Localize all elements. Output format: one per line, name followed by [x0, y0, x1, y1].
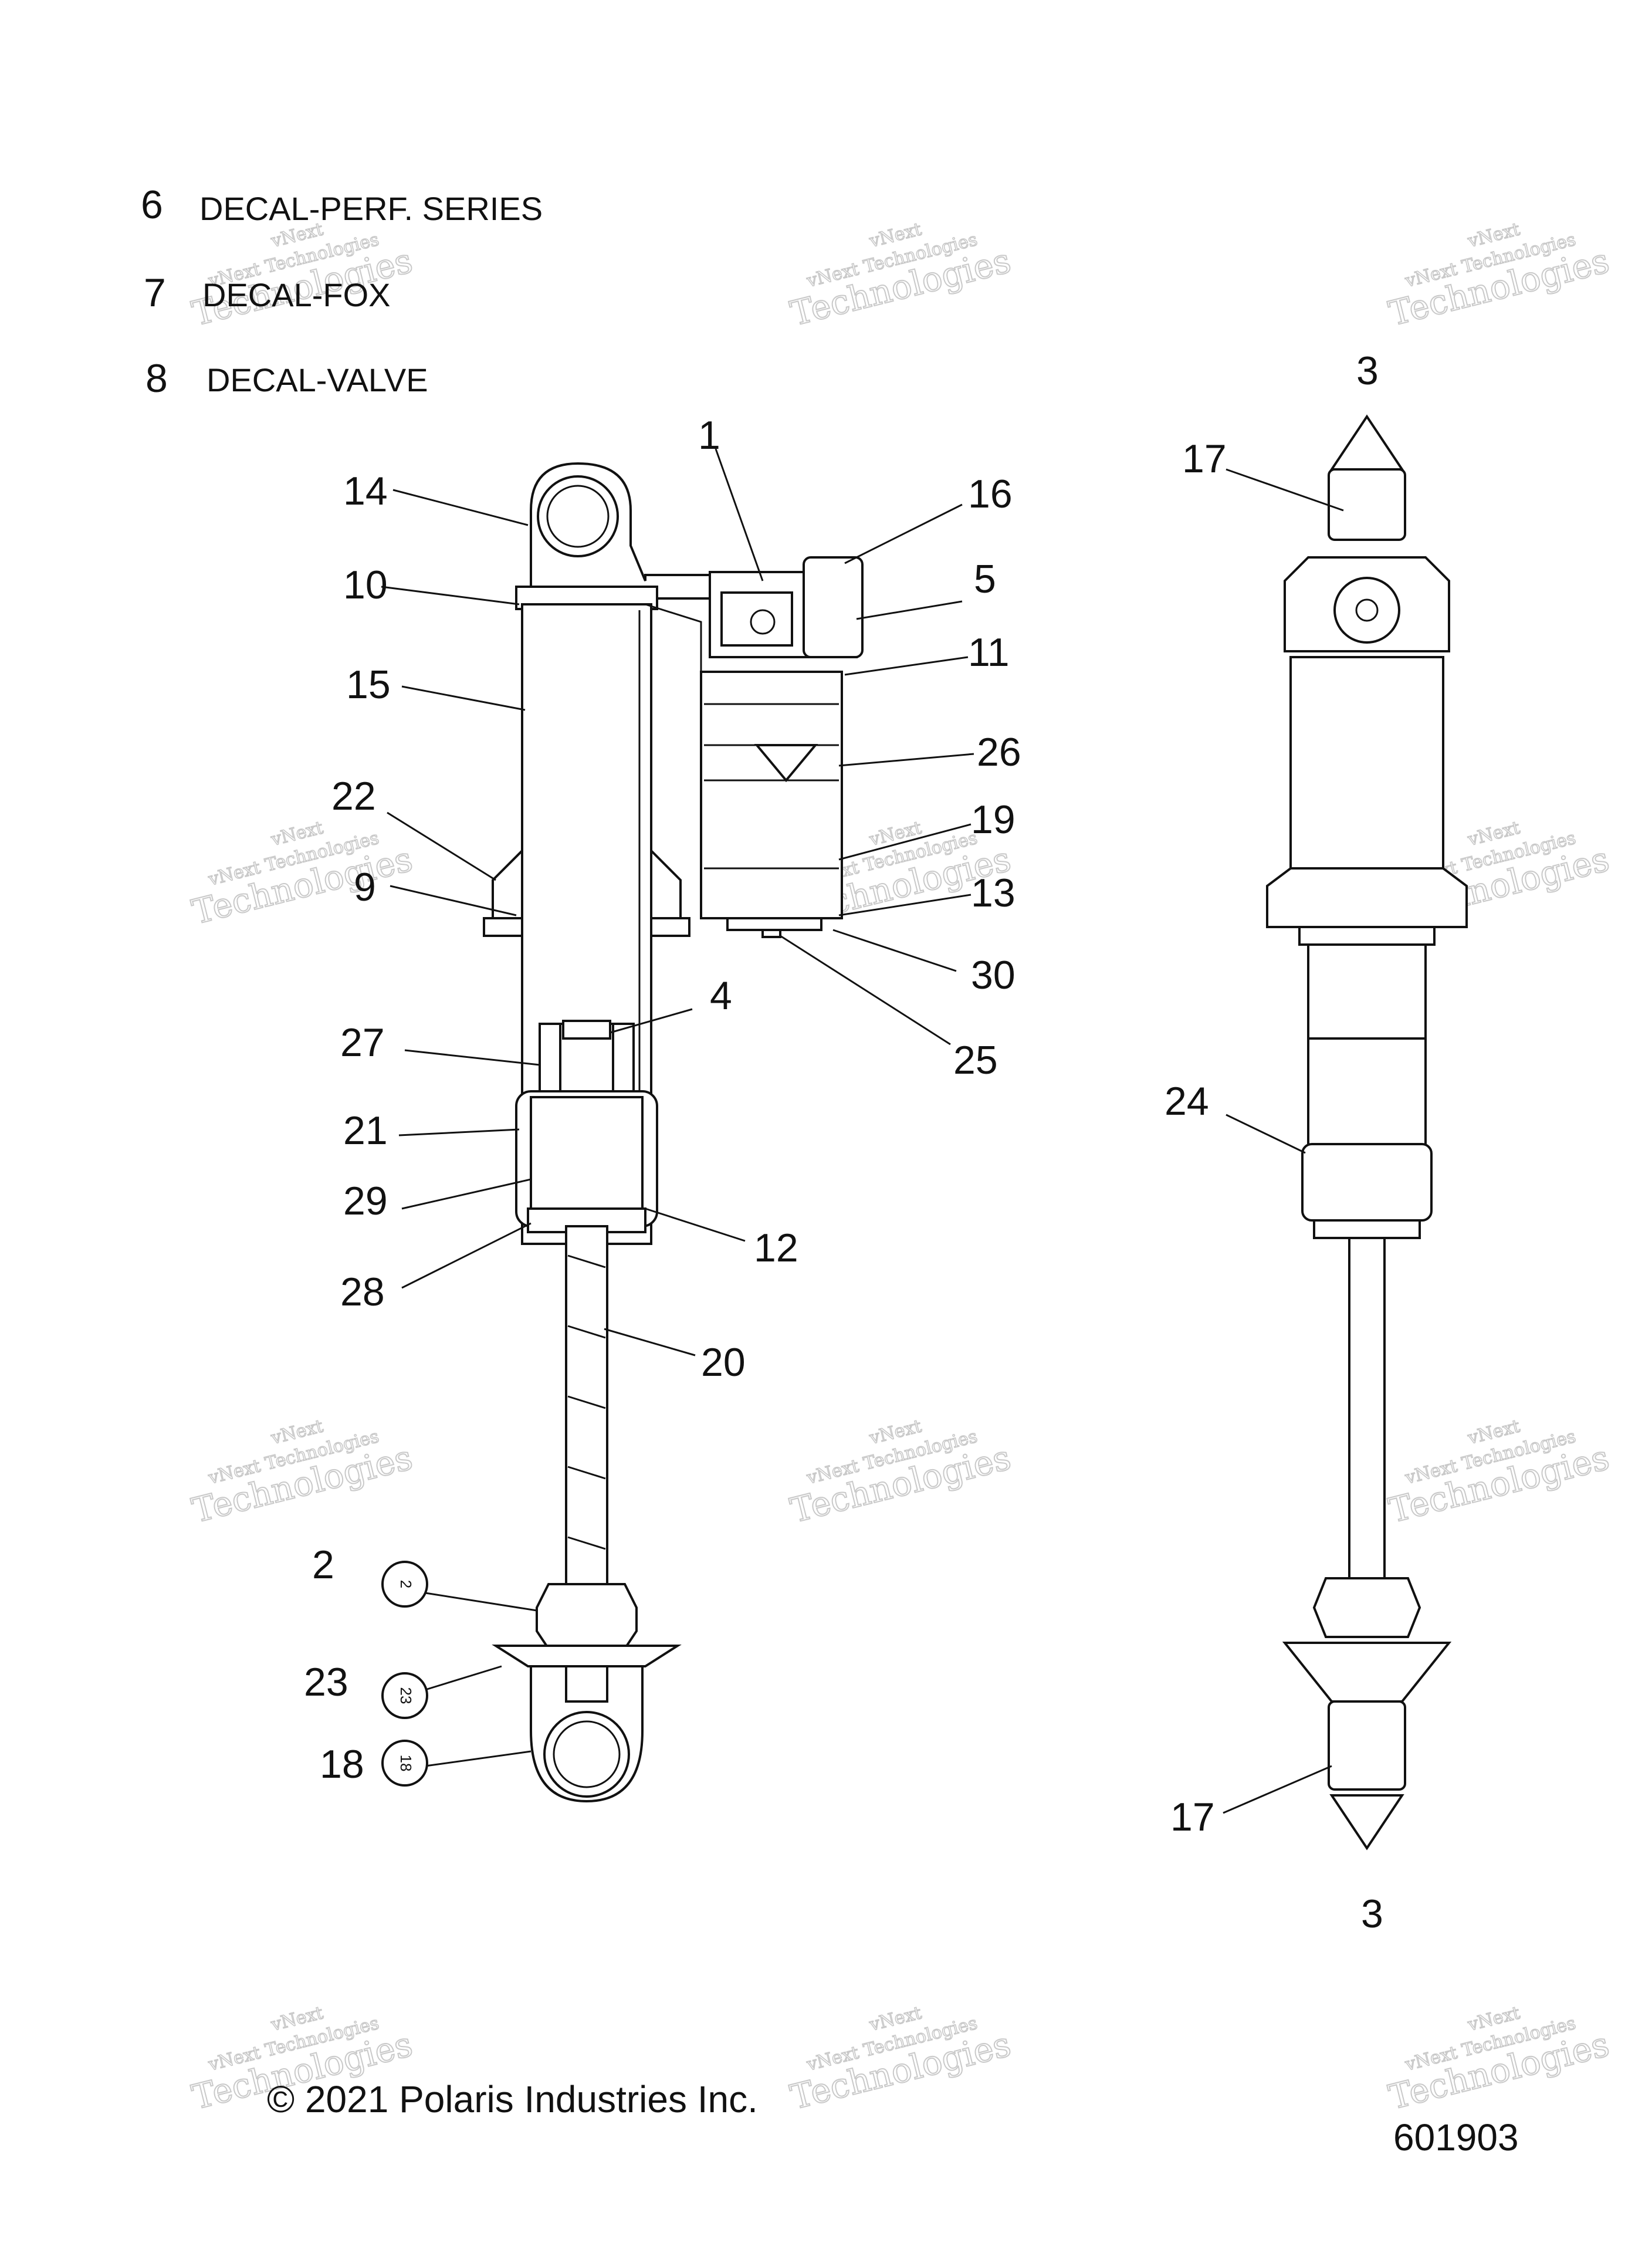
reservoir-body — [700, 671, 843, 919]
callout-15: 15 — [346, 662, 391, 707]
top-eye-bushing — [537, 475, 619, 557]
callout-3-top: 3 — [1356, 349, 1379, 393]
watermark: vNext vNext Technologies Technologies — [786, 2002, 1015, 2118]
legend-text: DECAL-FOX — [202, 276, 391, 313]
callout-17-bottom: 17 — [1170, 1795, 1215, 1839]
callout-12: 12 — [754, 1226, 798, 1270]
key-circle-label: 2 — [397, 1580, 415, 1588]
callout-2: 2 — [312, 1542, 334, 1587]
washer — [492, 1645, 682, 1667]
legend-text: DECAL-VALVE — [206, 361, 428, 398]
callout-13: 13 — [971, 871, 1015, 915]
callout-27: 27 — [340, 1020, 385, 1065]
callout-29: 29 — [343, 1179, 388, 1223]
top-eye-bore — [546, 485, 610, 548]
callout-16: 16 — [968, 472, 1013, 516]
main-body — [1289, 656, 1444, 875]
bottom-alignment-cone — [1329, 1794, 1404, 1851]
bottom-cap — [1301, 1143, 1433, 1222]
lower-body — [1307, 943, 1427, 1040]
shock-section-view — [483, 462, 864, 1803]
watermark: vNext vNext Technologies Technologies — [188, 817, 417, 933]
bottom-bumper — [1312, 1577, 1421, 1638]
callout-25: 25 — [953, 1038, 998, 1082]
watermark: vNext vNext Technologies Technologies — [188, 1416, 417, 1531]
exterior-washer — [1282, 1642, 1452, 1703]
callout-3-bottom: 3 — [1361, 1892, 1383, 1936]
callout-1: 1 — [698, 413, 720, 458]
legend-number: 7 — [144, 270, 166, 315]
reservoir-cap — [726, 917, 822, 931]
shock-exterior-view — [1266, 414, 1468, 1851]
floating-piston — [754, 744, 818, 783]
schrader-valve — [761, 929, 781, 938]
key-circle-label: 18 — [397, 1755, 415, 1772]
callout-5: 5 — [974, 557, 996, 601]
watermark: vNext vNext Technologies Technologies — [1384, 219, 1614, 334]
callout-23: 23 — [304, 1660, 348, 1704]
key-circle — [381, 1561, 428, 1608]
callout-4: 4 — [710, 973, 732, 1018]
adjuster-knob — [803, 556, 864, 658]
callout-30: 30 — [971, 953, 1015, 997]
bottom-bushing — [1328, 1700, 1406, 1791]
legend: 6 DECAL-PERF. SERIES 7 DECAL-FOX 8 DECAL… — [141, 182, 543, 401]
callout-26: 26 — [977, 730, 1021, 774]
shaft — [565, 1225, 608, 1650]
callout-numbers: 1 14 10 15 22 9 16 5 11 26 19 13 30 25 4… — [304, 349, 1383, 1936]
watermark: vNext vNext Technologies Technologies — [1384, 1416, 1614, 1531]
key-circle — [381, 1672, 428, 1719]
callout-28: 28 — [340, 1270, 385, 1314]
watermark: vNext vNext Technologies Technologies — [786, 219, 1015, 334]
spring-collar — [1266, 867, 1468, 928]
callout-14: 14 — [343, 469, 388, 513]
legend-number: 6 — [141, 182, 163, 227]
diagram-code: 601903 — [1393, 2116, 1519, 2159]
callout-20: 20 — [701, 1340, 746, 1385]
key-circle — [381, 1740, 428, 1787]
exterior-shaft — [1348, 1237, 1386, 1579]
watermark: vNext vNext Technologies Technologies — [1384, 2002, 1614, 2118]
leader-lines — [381, 448, 1344, 1814]
watermark: vNext vNext Technologies Technologies — [786, 1416, 1015, 1531]
copyright: © 2021 Polaris Industries Inc. — [267, 2078, 758, 2120]
callout-18: 18 — [320, 1742, 364, 1787]
callout-10: 10 — [343, 563, 388, 607]
callout-17-top: 17 — [1182, 437, 1227, 481]
callout-9: 9 — [354, 865, 376, 909]
spring-collar — [492, 848, 523, 928]
top-bushing — [1328, 468, 1406, 541]
callout-24: 24 — [1164, 1079, 1209, 1124]
callout-11: 11 — [968, 630, 1010, 675]
legend-number: 8 — [145, 356, 168, 401]
legend-text: DECAL-PERF. SERIES — [199, 190, 543, 227]
callout-19: 19 — [971, 797, 1015, 842]
bottom-out-bumper — [536, 1583, 638, 1650]
top-alignment-cone — [1329, 414, 1404, 471]
circled-key-references: 2 23 18 — [381, 1561, 428, 1787]
callout-21: 21 — [343, 1108, 388, 1153]
callout-22: 22 — [331, 774, 376, 818]
key-circle-label: 23 — [397, 1687, 415, 1704]
